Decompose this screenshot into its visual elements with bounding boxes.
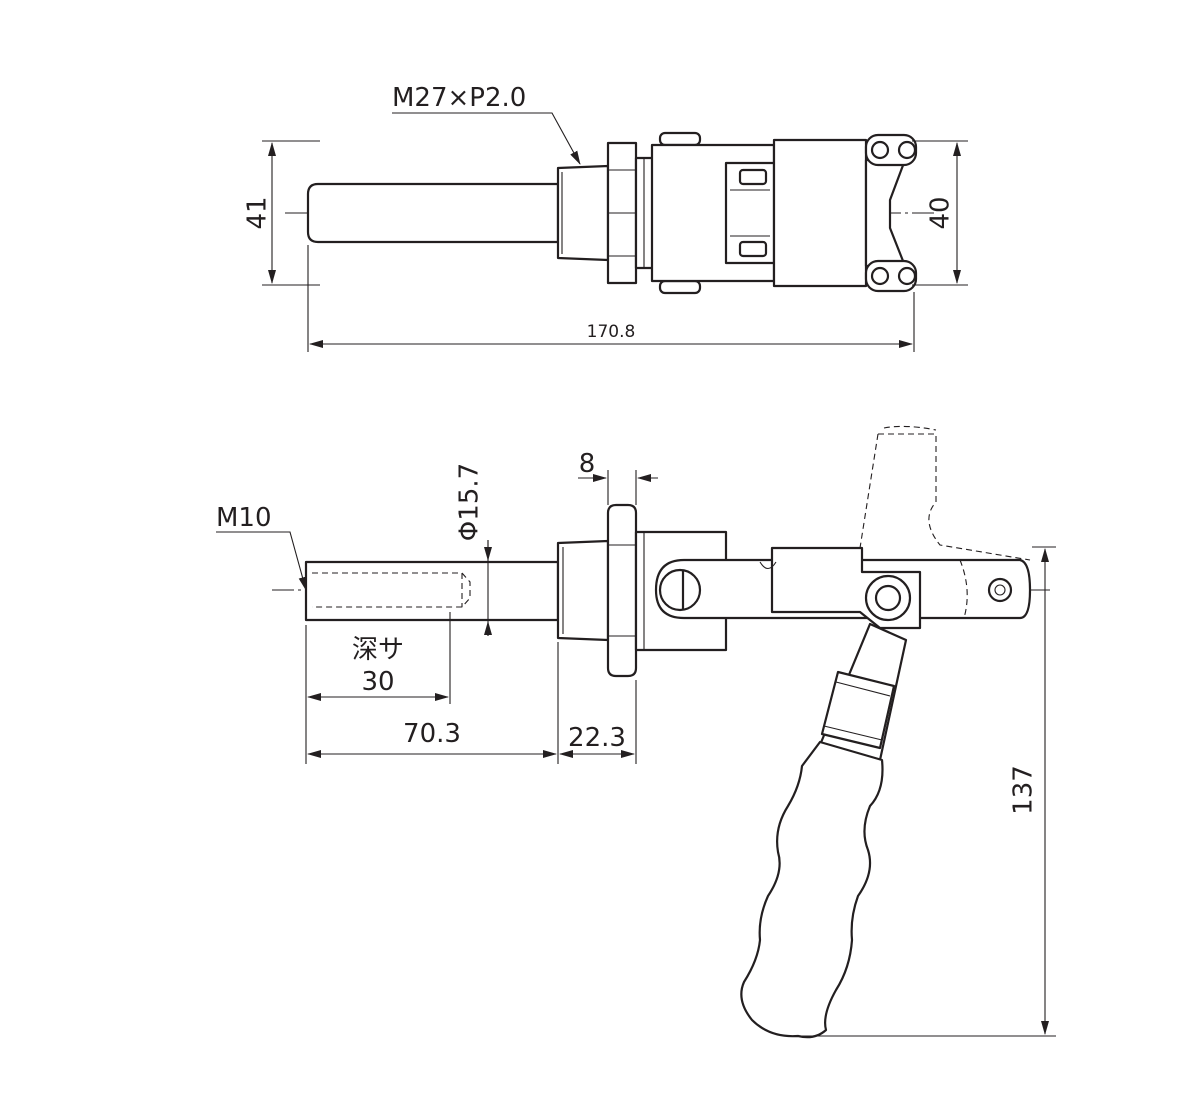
side-end-hole [987,577,1013,603]
side-plunger-rod [304,560,560,622]
top-height-left-label: 41 [243,196,273,229]
side-depth-label: 深サ [352,635,404,665]
side-nut-width-label: 8 [579,449,596,479]
side-handle-grip [740,740,884,1039]
top-threaded-bushing [556,164,610,262]
top-pin-lower [658,279,702,295]
side-pivot-left [658,568,702,612]
top-plunger-rod [306,182,560,244]
top-thread-label: M27×P2.0 [392,83,526,113]
side-threaded-bushing [556,539,610,642]
side-height-label: 137 [1009,765,1039,815]
side-body-length-label: 22.3 [568,723,626,753]
side-handle-phantom [878,433,1031,561]
side-depth-value: 30 [361,667,394,697]
top-overall-length-label: 170.8 [587,322,636,342]
side-hex-nut [606,503,638,678]
side-view: M10 Φ15.7 8 深サ 30 70.3 22.3 137 [216,425,1056,1039]
top-height-right-label: 40 [926,196,956,229]
side-plunger-length-label: 70.3 [403,719,461,749]
top-pin-upper [658,131,702,147]
side-diameter-label: Φ15.7 [455,463,485,541]
side-thread-label: M10 [216,503,272,533]
top-view: 41 40 170.8 M27×P2.0 [243,83,968,352]
top-handle-block [772,138,868,288]
